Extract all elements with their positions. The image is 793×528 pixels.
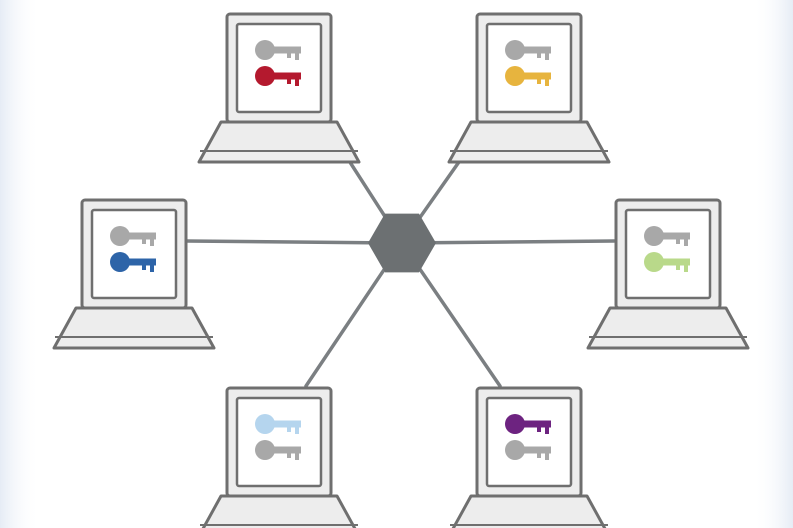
key-shaft [271,72,301,80]
key-tooth [287,426,291,432]
grey-key-icon [255,40,301,60]
laptop-screen [624,208,712,300]
colored-key-icon [255,414,301,434]
colored-key-icon [110,252,156,272]
laptop-bottom-right [450,386,608,528]
key-shaft [660,258,690,266]
key-tooth [287,52,291,58]
colored-key-icon [255,66,301,86]
laptop-screen [485,22,573,114]
key-tooth [537,426,541,432]
key-bow [255,40,275,60]
laptop-screen [235,396,323,488]
key-tooth [142,238,146,244]
link-right [400,239,616,245]
laptop-right [586,198,750,350]
key-tooth [537,78,541,84]
key-shaft [521,72,551,80]
key-bow [110,252,130,272]
laptop-screen [235,22,323,114]
laptop-screen [90,208,178,300]
key-tooth [295,426,299,434]
key-bow [110,226,130,246]
laptop-base [201,494,357,528]
key-bow [644,226,664,246]
laptop-base [586,306,750,350]
grey-key-icon [255,440,301,460]
key-tooth [537,452,541,458]
laptop-top-left [197,12,361,164]
key-bow [505,40,525,60]
laptop-bottom-left [200,386,358,528]
hub-layer [368,213,436,273]
network-hub-icon [368,213,436,273]
key-tooth [684,264,688,272]
laptop-base [197,120,361,164]
grey-key-icon [505,440,551,460]
laptop-base [52,306,216,350]
key-shaft [271,446,301,454]
link-left [184,239,404,245]
key-tooth [142,264,146,270]
grey-key-icon [505,40,551,60]
left-edge-shade [0,0,40,528]
key-tooth [150,264,154,272]
key-tooth [676,264,680,270]
key-bow [255,440,275,460]
key-bow [505,440,525,460]
key-tooth [287,78,291,84]
key-tooth [537,52,541,58]
key-shaft [271,46,301,54]
key-tooth [545,452,549,460]
laptop-base [451,494,607,528]
key-tooth [545,78,549,86]
key-shaft [660,232,690,240]
key-tooth [295,78,299,86]
laptop-layer [52,12,750,528]
key-shaft [521,420,551,428]
key-tooth [545,52,549,60]
key-bow [505,414,525,434]
key-tooth [295,52,299,60]
key-tooth [545,426,549,434]
key-tooth [150,238,154,246]
key-bow [255,66,275,86]
grey-key-icon [110,226,156,246]
key-tooth [295,452,299,460]
key-tooth [287,452,291,458]
key-bow [644,252,664,272]
key-tooth [676,238,680,244]
colored-key-icon [505,414,551,434]
key-bow [505,66,525,86]
key-shaft [126,232,156,240]
key-bow [255,414,275,434]
key-shaft [521,446,551,454]
right-edge-shade [753,0,793,528]
grey-key-icon [644,226,690,246]
key-shaft [271,420,301,428]
key-tooth [684,238,688,246]
colored-key-icon [644,252,690,272]
colored-key-icon [505,66,551,86]
laptop-left [52,198,216,350]
laptop-screen [485,396,573,488]
laptop-top-right [447,12,611,164]
key-shaft [521,46,551,54]
key-shaft [126,258,156,266]
laptop-base [447,120,611,164]
